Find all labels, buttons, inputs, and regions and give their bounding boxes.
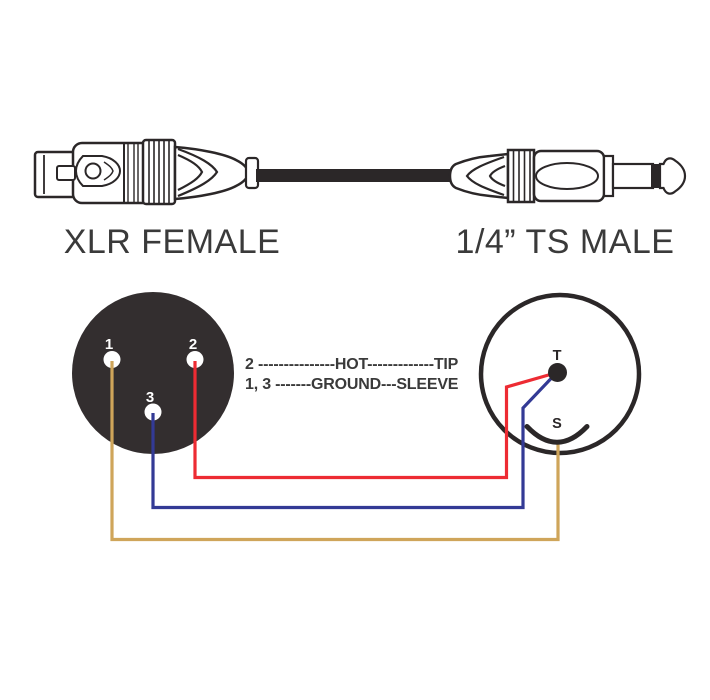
xlr-connector-illustration (33, 138, 260, 206)
sleeve-arc (524, 424, 590, 445)
ts-boot (448, 152, 510, 200)
cable-illustration (256, 169, 456, 182)
wiring-legend-line-2: 1, 3 -------GROUND---SLEEVE (245, 376, 459, 393)
ts-connector-illustration (448, 148, 687, 204)
xlr-boot (173, 145, 250, 201)
tip-label: T (553, 348, 562, 364)
wiring-legend-line-1: 2 ---------------HOT-------------TIP (245, 356, 459, 373)
xlr-pin-3 (144, 403, 162, 421)
xlr-pin-2-label: 2 (189, 336, 197, 353)
ts-shaft (611, 162, 655, 190)
xlr-pin-1 (103, 351, 121, 368)
tip-terminal-dot (548, 363, 567, 382)
ts-insulator-band (651, 164, 660, 188)
xlr-label: XLR FEMALE (64, 223, 281, 261)
xlr-pin-3-label: 3 (146, 389, 154, 406)
ts-label: 1/4” TS MALE (456, 223, 675, 261)
xlr-pin-2 (186, 351, 204, 368)
xlr-pin-1-label: 1 (105, 336, 113, 353)
ground-wire-pin1-to-sleeve (110, 361, 560, 542)
ground-wire-pin3 (151, 375, 554, 510)
hot-wire-pin2-to-tip (193, 361, 553, 480)
sleeve-label: S (552, 416, 562, 432)
ts-tip (658, 157, 687, 195)
